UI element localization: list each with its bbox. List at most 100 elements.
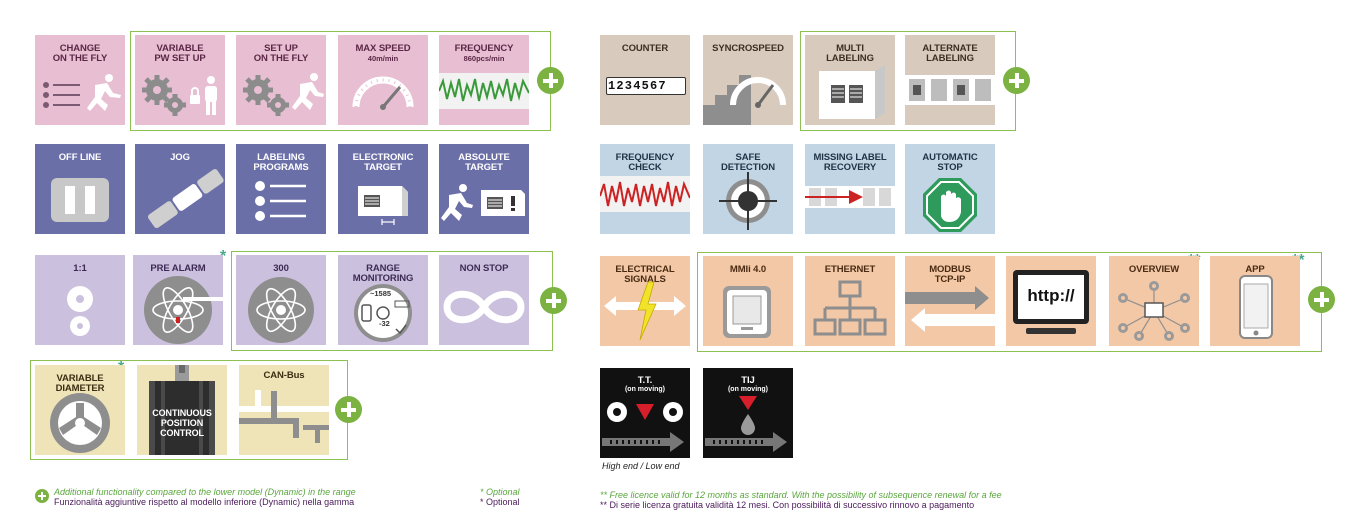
program-list-icon [255, 181, 306, 221]
tile-label: CONTINUOUS POSITION CONTROL [152, 408, 212, 438]
tile-sublabel: (on moving) [624, 386, 666, 393]
gauge-icon [352, 76, 414, 110]
legend-licence-it: ** Di serie licenza gratuita validità 12… [600, 500, 975, 510]
atom-reel-icon [248, 277, 314, 343]
tile-label: APP [1245, 264, 1265, 275]
gears-runner-icon [243, 73, 324, 116]
tile-label: SYNCROSPEED [712, 43, 784, 54]
tile-sublabel: 40m/min [367, 54, 399, 63]
plus-icon [335, 396, 362, 423]
tile-label: VARIABLE PW SET UP [154, 43, 206, 64]
tile-electronic-target: ELECTRONIC TARGET [338, 144, 428, 234]
tile-frequency-check: FREQUENCY CHECK [600, 144, 690, 234]
tile-app: APP [1210, 256, 1300, 346]
atom-reel-icon [144, 276, 223, 344]
tile-counter: COUNTER 1234567 [600, 35, 690, 125]
tile-label: TIJ [741, 375, 755, 386]
stairs-gauge-icon [703, 75, 786, 125]
tile-variable-pw-set-up: VARIABLE PW SET UP [135, 35, 225, 125]
tile-alternate-labeling: ALTERNATE LABELING [905, 35, 995, 125]
inkjet-icon [705, 396, 787, 452]
tile-300: 300 [236, 255, 326, 345]
crosshair-icon [719, 172, 777, 230]
tile-set-up-on-the-fly: SET UP ON THE FLY [236, 35, 326, 125]
tile-label: ELECTRICAL SIGNALS [615, 264, 675, 285]
tile-labeling-programs: LABELING PROGRAMS [236, 144, 326, 234]
tile-sublabel: 860pcs/min [463, 54, 505, 63]
tile-sublabel: (on moving) [727, 386, 769, 393]
tile-can-bus: CAN-Bus [239, 365, 329, 455]
smartphone-icon [1239, 275, 1273, 339]
tile-label: ABSOLUTE TARGET [458, 152, 510, 173]
tile-change-on-the-fly: CHANGE ON THE FLY [35, 35, 125, 125]
tile-label: SAFE DETECTION [721, 152, 775, 173]
tile-overview: OVERVIEW [1109, 256, 1199, 346]
tile-one-to-one: 1:1 [35, 255, 125, 345]
tile-label: ELECTRONIC TARGET [352, 152, 414, 173]
thermal-transfer-icon [602, 402, 684, 452]
pause-icon [51, 178, 109, 222]
motor-icon [149, 365, 215, 455]
tile-label: CAN-Bus [263, 370, 305, 381]
tile-frequency: FREQUENCY 860pcs/min [439, 35, 529, 125]
tile-label: FREQUENCY [454, 43, 514, 54]
tile-mmi: MMIi 4.0 [703, 256, 793, 346]
infinity-icon [443, 290, 525, 324]
plus-icon [35, 489, 49, 503]
tile-label: 300 [273, 263, 289, 274]
mmi-panel-icon [723, 286, 771, 338]
tile-label: RANGE MONITORING [352, 263, 414, 284]
tile-label: SET UP ON THE FLY [253, 43, 309, 64]
tile-missing-label-recovery: MISSING LABEL RECOVERY [805, 144, 895, 234]
tile-label: MULTI LABELING [826, 43, 874, 64]
range-bottom-value: -32 [379, 319, 390, 328]
tile-multi-labeling: MULTI LABELING [805, 35, 895, 125]
tile-label: FREQUENCY CHECK [615, 152, 675, 173]
tile-ethernet: ETHERNET [805, 256, 895, 346]
tile-label: ALTERNATE LABELING [922, 43, 978, 64]
tile-max-speed: MAX SPEED 40m/min [338, 35, 428, 125]
tile-modbus: MODBUS TCP-IP [905, 256, 995, 346]
counter-digits: 1234567 [608, 79, 667, 93]
range-top-value: ~1585 [370, 289, 392, 298]
tile-label: LABELING PROGRAMS [253, 152, 309, 173]
tile-label: MMIi 4.0 [729, 264, 767, 275]
tile-label: PRE ALARM [150, 263, 206, 274]
tile-range-monitoring: RANGE MONITORING ~1585 -32 [338, 255, 428, 345]
tile-pre-alarm: PRE ALARM [133, 255, 223, 345]
tile-jog: JOG [135, 144, 225, 234]
tile-label: 1:1 [73, 263, 87, 274]
tile-label: NON STOP [459, 263, 509, 274]
tile-label: MODBUS TCP-IP [929, 264, 971, 285]
legend-additional-it: Funzionalità aggiuntive rispetto al mode… [54, 497, 355, 507]
tile-label: MAX SPEED [355, 43, 411, 54]
stacked-labels-icon [819, 65, 885, 119]
waveform-icon [439, 73, 529, 109]
reel-icon [67, 286, 93, 336]
jog-icon [148, 169, 224, 229]
tile-label: VARIABLE DIAMETER [55, 373, 105, 394]
plus-icon [540, 287, 567, 314]
http-text: http:// [1027, 286, 1075, 305]
tile-label: T.T. [637, 375, 653, 386]
bus-lines-icon [239, 390, 329, 443]
tile-label: ETHERNET [824, 264, 876, 275]
tile-electrical-signals: ELECTRICAL SIGNALS [600, 256, 690, 346]
legend-additional-en: Additional functionality compared to the… [54, 487, 356, 497]
stop-hand-icon [923, 178, 977, 232]
list-runner-icon [43, 74, 121, 111]
overview-network-icon [1118, 281, 1190, 341]
tile-label: MISSING LABEL RECOVERY [813, 152, 887, 173]
gears-person-icon [142, 75, 217, 116]
tile-off-line: OFF LINE [35, 144, 125, 234]
plus-icon [1003, 67, 1030, 94]
runner-target-icon [441, 184, 525, 221]
legend-optional-it: * Optional [480, 497, 520, 507]
tile-absolute-target: ABSOLUTE TARGET [439, 144, 529, 234]
tile-label: OFF LINE [58, 152, 102, 163]
tile-inkjet: TIJ (on moving) [703, 368, 793, 458]
high-low-end-caption: High end / Low end [602, 461, 680, 471]
alternating-labels-icon [905, 75, 995, 105]
tile-continuous-position-control: CONTINUOUS POSITION CONTROL [137, 365, 227, 455]
tile-label: COUNTER [621, 43, 669, 54]
